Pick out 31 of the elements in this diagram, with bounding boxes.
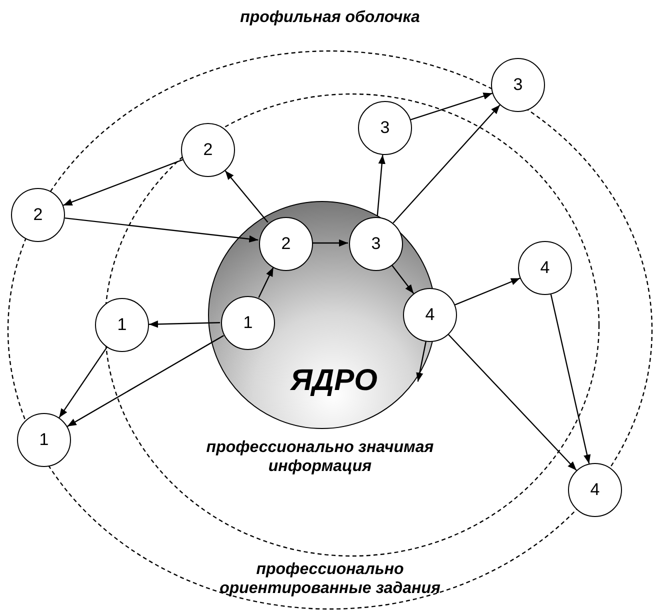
arrow (550, 294, 591, 464)
arrow (58, 347, 108, 418)
numbered-circle: 2 (181, 123, 235, 177)
numbered-circle: 1 (17, 413, 71, 467)
numbered-circle: 2 (11, 188, 65, 242)
numbered-circle: 2 (259, 217, 313, 271)
numbered-circle: 3 (349, 217, 403, 271)
arrow (416, 342, 426, 382)
arrow (258, 267, 274, 298)
arrow (454, 278, 520, 306)
arrow (390, 264, 414, 294)
zone-label: профессионально ориентированные задания (218, 560, 442, 598)
numbered-circle: 3 (491, 58, 545, 112)
arrow (224, 170, 268, 223)
arrow (312, 239, 348, 247)
arrow (67, 335, 224, 427)
arrow (410, 92, 492, 120)
numbered-circle: 3 (358, 101, 412, 155)
core-label: ЯДРО (289, 364, 378, 398)
zone-label: профессионально значимая информация (205, 438, 435, 476)
arrow (448, 334, 577, 471)
arrow (376, 154, 386, 216)
arrow (64, 217, 258, 243)
arrow (148, 320, 220, 328)
zone-label: профильная оболочка (239, 8, 421, 27)
numbered-circle: 1 (221, 296, 275, 350)
numbered-circle: 4 (568, 463, 622, 517)
arrow (63, 159, 183, 206)
numbered-circle: 1 (95, 298, 149, 352)
numbered-circle: 4 (518, 241, 572, 295)
arrow (392, 104, 500, 224)
